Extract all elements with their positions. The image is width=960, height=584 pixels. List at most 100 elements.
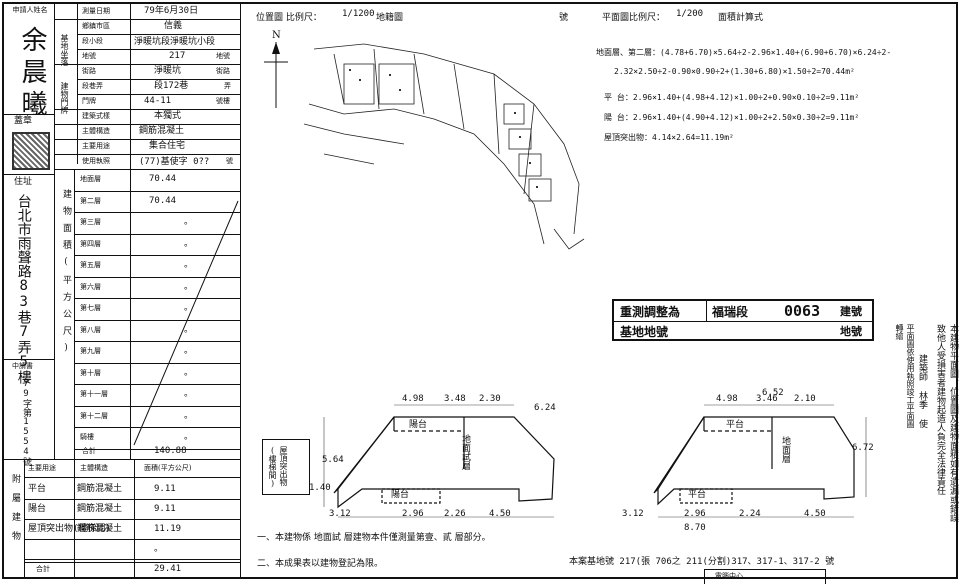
floor-label: 地面層 <box>80 175 101 183</box>
acc-total-value: 29.41 <box>154 564 182 574</box>
floor-value: 。 <box>184 324 194 335</box>
left-dimension: 5.64 <box>322 455 344 465</box>
building-style-value: 本獨式 <box>154 111 182 121</box>
floor-plan-unit: 面積計算式 <box>718 13 764 23</box>
floor-row-divider <box>74 190 240 192</box>
floor-value: 。 <box>184 260 194 270</box>
number-value: 44-11 <box>144 96 172 106</box>
right-floor-label: 地面層 <box>780 436 790 463</box>
lot-unit: 地號 <box>216 52 230 60</box>
left-dimension: 4.98 <box>402 394 424 404</box>
acc-header-use: 主要用途 <box>28 464 56 472</box>
left-floor-label: 地面試層 <box>460 434 470 470</box>
note-1: 一、本建物係 地面試 層建物本件僅測量第壹、貳 層部分。 <box>257 533 491 543</box>
section-value: 淨暖坑段淨暖坑小段 <box>134 37 216 47</box>
address-value: 台北市雨聲路83巷7弄5樓 <box>15 194 32 384</box>
footer-right: 本案基地號 217(張 706之 211(分割)317、317-1、317-2 … <box>569 557 835 567</box>
building-style-label: 建築式樣 <box>82 112 110 120</box>
number-unit: 號樓 <box>216 97 230 105</box>
stamp-section: 福瑞段 <box>712 305 749 319</box>
main-structure-label: 主體構造 <box>82 127 110 135</box>
bottom-stamp: 電腦中心 <box>704 569 826 584</box>
acc-total-label: 合計 <box>36 565 50 573</box>
street-label: 街路 <box>82 67 96 75</box>
right-dimension: 2.10 <box>794 394 816 404</box>
acc-use: 屋頂突出物(樓梯間) <box>28 524 111 534</box>
lane-label: 段巷弄 <box>82 82 103 90</box>
site-plan-unit: 地籍圖 <box>376 13 404 23</box>
left-dimension: 4.50 <box>489 509 511 519</box>
doc-no-label: 中請書 <box>12 362 33 370</box>
strike-line <box>133 200 239 446</box>
site-plan-title: 位置圖 比例尺： <box>256 13 322 23</box>
floor-row-divider <box>74 276 240 278</box>
floor-label: 第九層 <box>80 347 101 355</box>
right-dimension: 4.98 <box>716 394 738 404</box>
right-dimension: 6.52 <box>762 388 784 398</box>
left-dimension: 2.26 <box>444 509 466 519</box>
roof-box-label: 屋頂突出物(樓梯間) <box>268 446 288 488</box>
site-plan-map <box>304 43 585 250</box>
col-divider <box>54 4 55 459</box>
floor-row-divider <box>74 212 240 213</box>
left-dimension: 2.96 <box>402 509 424 519</box>
right-dimension: 8.70 <box>684 523 706 533</box>
floor-value: 。 <box>184 389 194 399</box>
applicant-name: 余晨曦 <box>17 26 47 122</box>
township-label: 鄉鎮市區 <box>82 22 110 30</box>
acc-area: 11.19 <box>154 524 182 534</box>
section-label: 段小段 <box>82 37 103 45</box>
stamp-label: 蓋章 <box>14 116 33 126</box>
acc-use: 平台 <box>28 484 47 494</box>
acc-header-area: 面積(平方公尺) <box>144 464 192 472</box>
accessory-label: 附屬建物 <box>10 474 20 550</box>
floor-label: 第七層 <box>80 304 101 312</box>
permit-unit: 號 <box>226 157 233 165</box>
acc-area: 9.11 <box>154 504 176 514</box>
note-2: 二、本成果表以建物登記為限。 <box>257 559 384 569</box>
left-table-border <box>240 4 241 577</box>
acc-structure: 鋼筋混凝土 <box>77 504 123 514</box>
street-unit: 街路 <box>216 67 230 75</box>
total-floor-value: 140.88 <box>154 446 187 456</box>
floor-label: 第四層 <box>80 239 101 248</box>
floor-value: 。 <box>184 367 194 378</box>
floor-plan-left <box>323 404 555 518</box>
survey-date-label: 測量日期 <box>82 7 110 15</box>
floor-value: 70.44 <box>149 195 177 206</box>
right-dimension: 2.24 <box>739 509 761 519</box>
floor-label: 第六層 <box>80 282 101 291</box>
floor-label: 第五層 <box>80 261 101 269</box>
floor-value: 。 <box>184 238 194 249</box>
right-note-2: 建築師 林季 使 <box>917 354 927 428</box>
number-label: 門牌 <box>82 97 96 105</box>
left-platform-label: 陽台 <box>391 490 410 500</box>
permit-label: 使用執照 <box>82 157 110 165</box>
building-label: 建物門牌 <box>60 82 69 114</box>
address-label: 住址 <box>14 177 33 187</box>
acc-header-structure: 主體構造 <box>80 464 108 472</box>
floor-row-divider <box>74 233 240 235</box>
acc-structure: 鋼筋混凝土 <box>77 484 123 494</box>
floor-plan-right <box>653 404 867 518</box>
lot-label: 地號 <box>82 52 96 60</box>
lane-value: 段172巷 <box>154 81 189 91</box>
main-use-value: 集合住宅 <box>149 141 186 151</box>
left-balcony-label: 陽台 <box>409 420 428 430</box>
north-label: N <box>272 30 281 41</box>
floor-label: 騎樓 <box>80 433 94 441</box>
right-platform-label: 平台 <box>688 490 707 500</box>
main-use-label: 主要用途 <box>82 142 110 150</box>
floor-label: 第八層 <box>80 325 101 334</box>
stamp-line2: 基地地號 <box>620 325 669 339</box>
acc-area: 。 <box>154 544 164 554</box>
floor-label: 第十二層 <box>80 411 108 420</box>
floor-row-divider <box>74 255 240 256</box>
floor-row-divider <box>74 427 240 428</box>
right-dimension: 6.72 <box>852 443 874 453</box>
acc-area: 9.11 <box>154 484 176 494</box>
bottom-stamp-text: 電腦中心 <box>715 572 743 580</box>
calc-line: 陽 台：2.96×1.40+(4.90+4.12)×1.00÷2+2.50×0.… <box>604 113 860 122</box>
right-dimension: 3.46 <box>756 394 778 404</box>
